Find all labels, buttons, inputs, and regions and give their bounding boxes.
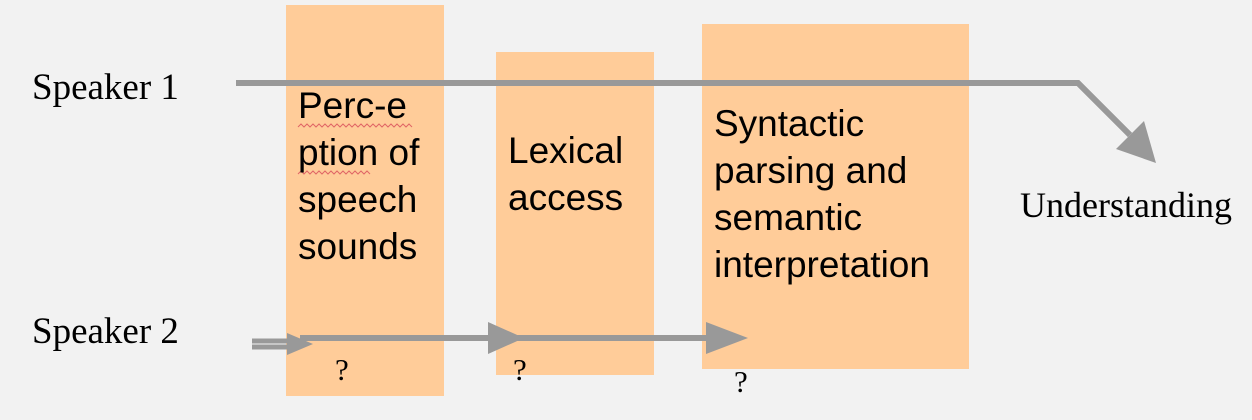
stage-box-perception [286,5,444,396]
stage-label-lexical: Lexical access [508,130,624,218]
speaker2-arrows [252,322,748,355]
speaker2-label: Speaker 2 [32,311,179,352]
unknown-marker-3: ? [734,364,748,399]
stage-label-syntactic: Syntactic parsing and semantic interpret… [714,103,930,285]
unknown-marker-2: ? [513,352,527,387]
unknown-marker-1: ? [335,352,349,387]
speaker1-label: Speaker 1 [32,67,179,108]
arrowhead-1 [287,333,313,355]
stage-label-perception: Perc-e ption of speech sounds [298,85,420,267]
speaker1-arrow [236,80,1156,163]
arrowhead-3 [706,322,748,354]
understanding-label: Understanding [1020,185,1232,225]
spellcheck-squiggles [297,123,413,175]
arrowhead-2 [488,322,524,354]
stage-box-lexical [496,52,654,375]
